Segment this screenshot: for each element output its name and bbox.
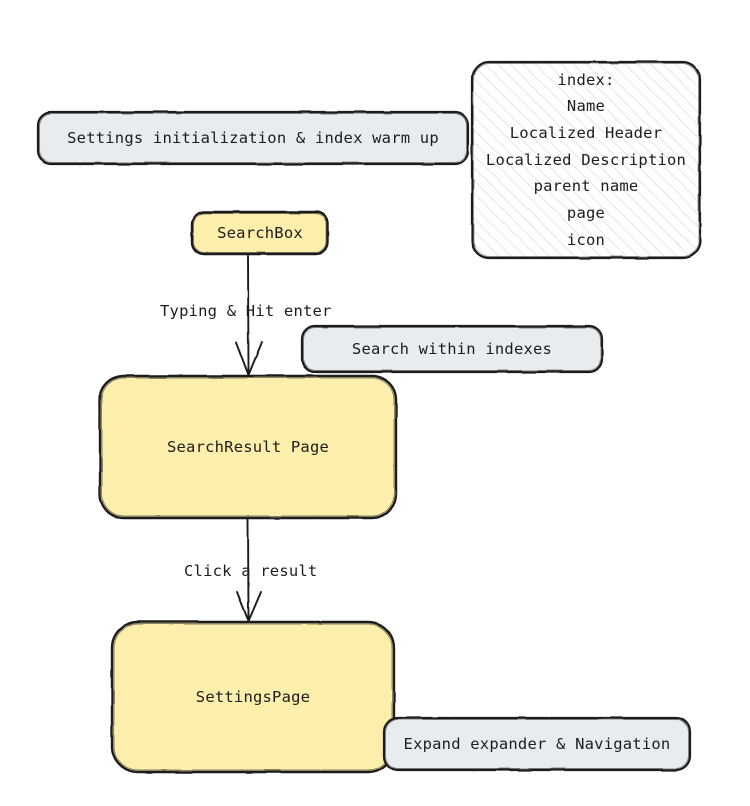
search-within-indexes-label-shape	[300, 324, 604, 374]
settings-init-label-shape	[36, 110, 470, 166]
edge-searchresult-to-settingspage-shape	[236, 517, 262, 622]
search-result-page-node-shape[interactable]	[98, 374, 398, 520]
search-box-node-shape[interactable]	[190, 210, 330, 256]
settings-page-node-shape[interactable]	[110, 620, 396, 774]
expand-expander-label-shape	[382, 716, 692, 772]
index-schema-note-shape	[470, 60, 702, 260]
edge-searchbox-to-searchresult-shape	[235, 255, 263, 376]
